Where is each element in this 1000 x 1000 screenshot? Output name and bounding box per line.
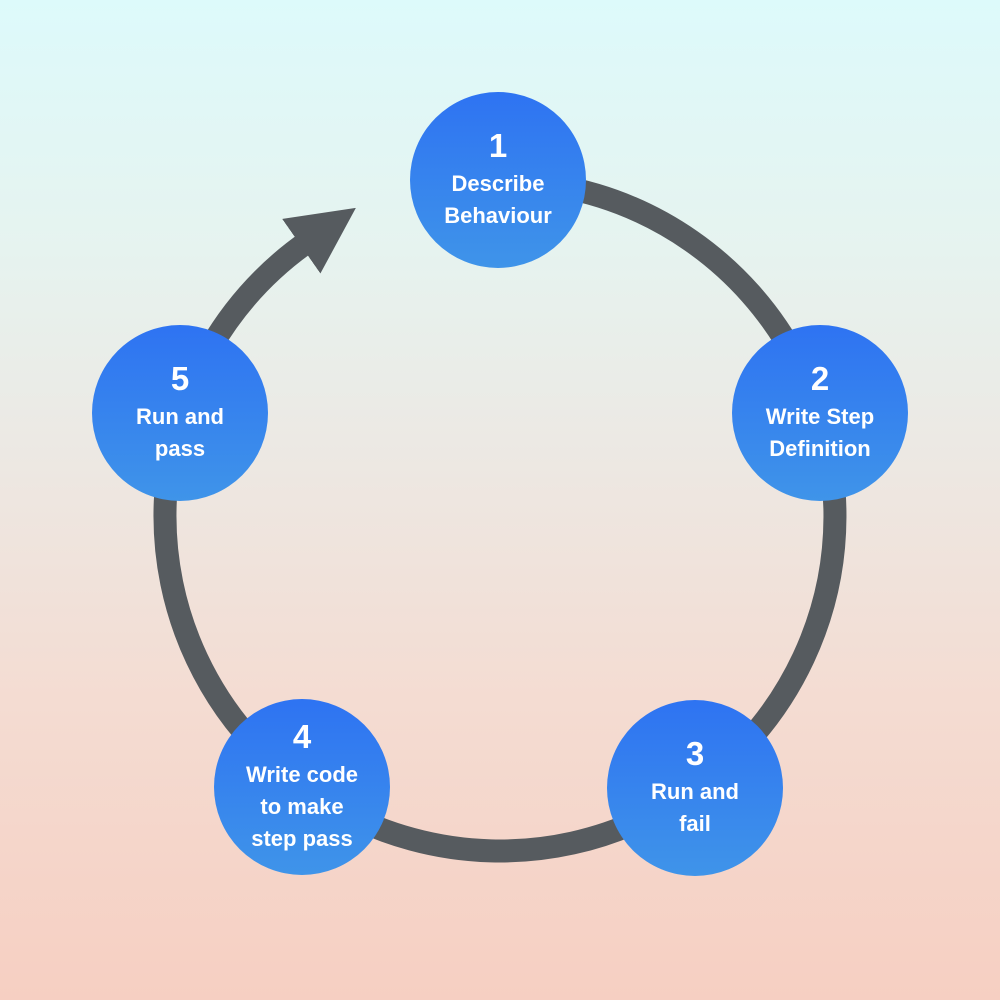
step-number: 1 <box>488 127 508 165</box>
step-label: Write code to make step pass <box>245 761 359 851</box>
step-node-3: 3 Run and fail <box>607 700 783 876</box>
step-number: 4 <box>292 718 312 756</box>
step-number: 3 <box>685 735 705 773</box>
step-node-1: 1 Describe Behaviour <box>410 92 586 268</box>
step-number: 2 <box>810 360 830 398</box>
step-label: Describe Behaviour <box>444 170 552 228</box>
step-node-5: 5 Run and pass <box>92 325 268 501</box>
step-label: Write Step Definition <box>765 403 875 461</box>
step-number: 5 <box>170 360 190 398</box>
step-node-2: 2 Write Step Definition <box>732 325 908 501</box>
step-node-4: 4 Write code to make step pass <box>214 699 390 875</box>
step-label: Run and fail <box>651 778 739 836</box>
step-label: Run and pass <box>136 403 224 461</box>
